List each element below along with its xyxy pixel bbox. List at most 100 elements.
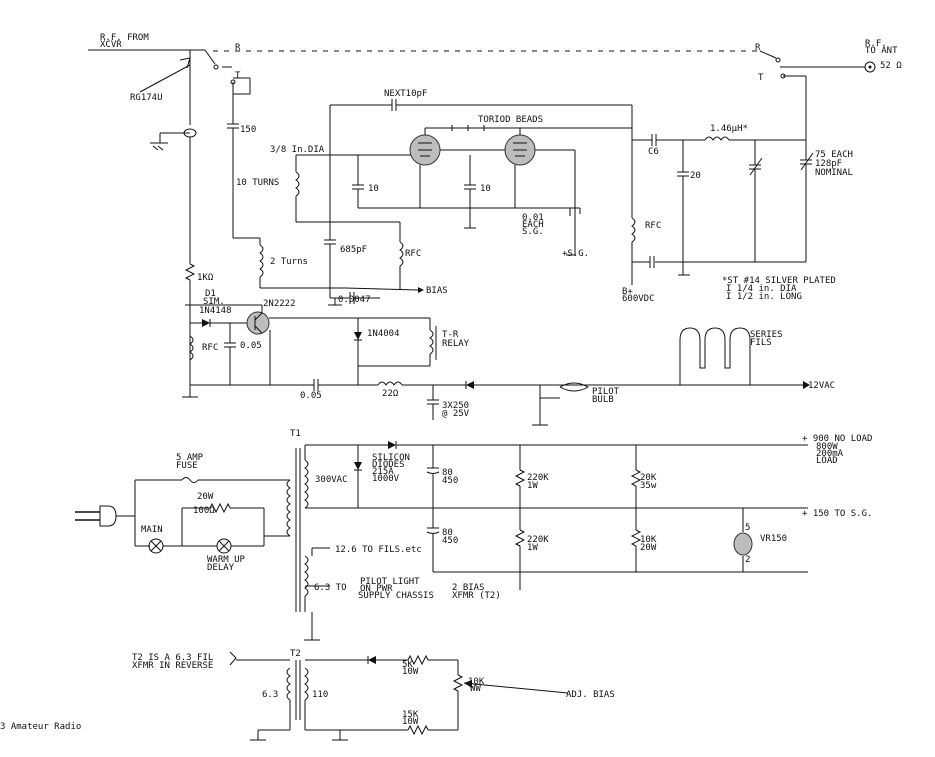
label-12vac: 12VAC bbox=[808, 381, 835, 391]
label-1k: 1KΩ bbox=[197, 273, 214, 283]
input-circuit bbox=[227, 94, 580, 306]
label-bias: BIAS bbox=[426, 286, 448, 296]
label-rfc-bias: RFC bbox=[202, 343, 218, 353]
label-silver-plated: *ST #14 SILVER PLATED bbox=[722, 276, 836, 286]
label-146uh: 1.46µH* bbox=[710, 124, 748, 134]
label-nominal: NOMINAL bbox=[815, 168, 853, 178]
label-c6: C6 bbox=[648, 147, 659, 157]
label-80-450-a: 80 bbox=[442, 468, 453, 478]
filament-section bbox=[532, 327, 751, 426]
label-r-left: R bbox=[235, 43, 241, 53]
label-1w-b: 1W bbox=[527, 543, 538, 553]
label-footer: 3 Amateur Radio bbox=[0, 722, 81, 732]
label-long-112: I 1/2 in. LONG bbox=[726, 292, 802, 302]
label-t2-note-2: XFMR IN REVERSE bbox=[132, 661, 213, 671]
label-adj-bias: ADJ. BIAS bbox=[566, 690, 615, 700]
label-2-bias: 2 BIAS bbox=[452, 583, 485, 593]
label-each: EACH bbox=[522, 220, 544, 230]
label-rf-from: R.F. FROM bbox=[100, 33, 149, 43]
transistor-2n2222 bbox=[246, 311, 270, 335]
label-5-amp: 5 AMP bbox=[176, 453, 204, 463]
label-1000v: 1000V bbox=[372, 474, 400, 484]
label-b-plus: B+ bbox=[622, 287, 633, 297]
label-supply-chassis: SUPPLY CHASSIS bbox=[358, 591, 434, 601]
label-150: 150 bbox=[240, 125, 256, 135]
label-t2: T2 bbox=[290, 649, 301, 659]
label-10k-pot: 10K bbox=[468, 677, 485, 687]
label-dia-114: I 1/4 in. DIA bbox=[726, 284, 797, 294]
label-10w-a: 10W bbox=[402, 667, 419, 677]
label-warm-up: WARM UP bbox=[207, 555, 246, 565]
label-800w: 800W bbox=[816, 442, 838, 452]
label-450-a: 450 bbox=[442, 476, 458, 486]
bias-supply bbox=[229, 651, 569, 741]
label-t1: T1 bbox=[290, 429, 301, 439]
label-series: SERIES bbox=[750, 330, 783, 340]
label-pilot: PILOT bbox=[592, 387, 620, 397]
tube-stage bbox=[330, 99, 633, 256]
label-vr150: VR150 bbox=[760, 534, 787, 544]
label-1n4004: 1N4004 bbox=[367, 329, 400, 339]
label-10w-b: 10W bbox=[402, 717, 419, 727]
label-75-each: 75 EACH bbox=[815, 150, 853, 160]
label-delay: DELAY bbox=[207, 563, 235, 573]
label-rg174u: RG174U bbox=[130, 93, 163, 103]
label-3x250: 3X250 bbox=[442, 401, 469, 411]
power-supply bbox=[75, 441, 808, 641]
label-15k: 15K bbox=[402, 710, 419, 720]
label-6-3-to: 6.3 TO bbox=[314, 583, 347, 593]
label-at-25v: @ 25V bbox=[442, 409, 470, 419]
label-20w-b: 20W bbox=[640, 543, 657, 553]
label-1n4148: 1N4148 bbox=[199, 306, 232, 316]
label-c20: 20 bbox=[690, 171, 701, 181]
vr150-tube bbox=[733, 532, 753, 556]
label-110: 110 bbox=[312, 690, 328, 700]
label-10-turns: 10 TURNS bbox=[236, 178, 279, 188]
label-load: LOAD bbox=[816, 456, 838, 466]
label-diodes: DIODES bbox=[372, 460, 405, 470]
label-20w: 20W bbox=[197, 492, 214, 502]
label-t-right: T bbox=[758, 73, 764, 83]
label-005-a: 0.05 bbox=[240, 341, 262, 351]
label-215a: 215A bbox=[372, 467, 394, 477]
label-relay: RELAY bbox=[442, 339, 470, 349]
label-r-right: R bbox=[755, 43, 761, 53]
label-ww: WW bbox=[470, 684, 481, 694]
label-52-ohm: 52 Ω bbox=[880, 61, 902, 71]
label-t2-note-1: T2 IS A 6.3 FIL bbox=[132, 653, 213, 663]
label-plus-sg: +S.G. bbox=[562, 249, 589, 259]
label-c001: 0.01 bbox=[522, 213, 544, 223]
output-network bbox=[631, 134, 814, 285]
label-35w: 35w bbox=[640, 481, 657, 491]
label-5k: 5K bbox=[402, 660, 413, 670]
label-pilot-light: PILOT LIGHT bbox=[360, 577, 420, 587]
label-900-no-load: + 900 NO LOAD bbox=[802, 434, 872, 444]
label-005-b: 0.05 bbox=[300, 391, 322, 401]
label-2-turns: 2 Turns bbox=[270, 257, 308, 267]
label-to-ant: TO ANT bbox=[865, 46, 898, 56]
label-xcvr: XCVR bbox=[100, 40, 122, 50]
rf-input-section bbox=[88, 49, 876, 262]
label-220k-a: 220K bbox=[527, 473, 549, 483]
label-c10-a: 10 bbox=[368, 184, 379, 194]
label-d1: D1 bbox=[205, 289, 216, 299]
label-sg: S.G. bbox=[522, 227, 544, 237]
labels: R.F. FROM XCVR RG174U R T R T R.F. TO AN… bbox=[0, 33, 902, 732]
label-c10-b: 10 bbox=[480, 184, 491, 194]
label-22-ohm: 22Ω bbox=[382, 389, 399, 399]
label-300vac: 300VAC bbox=[315, 475, 348, 485]
label-10k: 10K bbox=[640, 535, 657, 545]
label-3-8-dia: 3/8 In.DIA bbox=[270, 145, 325, 155]
label-rfc-plate: RFC bbox=[645, 221, 661, 231]
label-rfc-grid: RFC bbox=[405, 249, 421, 259]
label-fuse: FUSE bbox=[176, 461, 198, 471]
label-main: MAIN bbox=[141, 525, 163, 535]
label-2n2222: 2N2222 bbox=[263, 299, 296, 309]
label-150-to-sg: + 150 TO S.G. bbox=[802, 509, 872, 519]
label-tr: T-R bbox=[442, 330, 459, 340]
label-00047: 0.0047 bbox=[338, 295, 371, 305]
label-220k-b: 220K bbox=[527, 535, 549, 545]
label-128pf: 128pF bbox=[815, 159, 842, 169]
